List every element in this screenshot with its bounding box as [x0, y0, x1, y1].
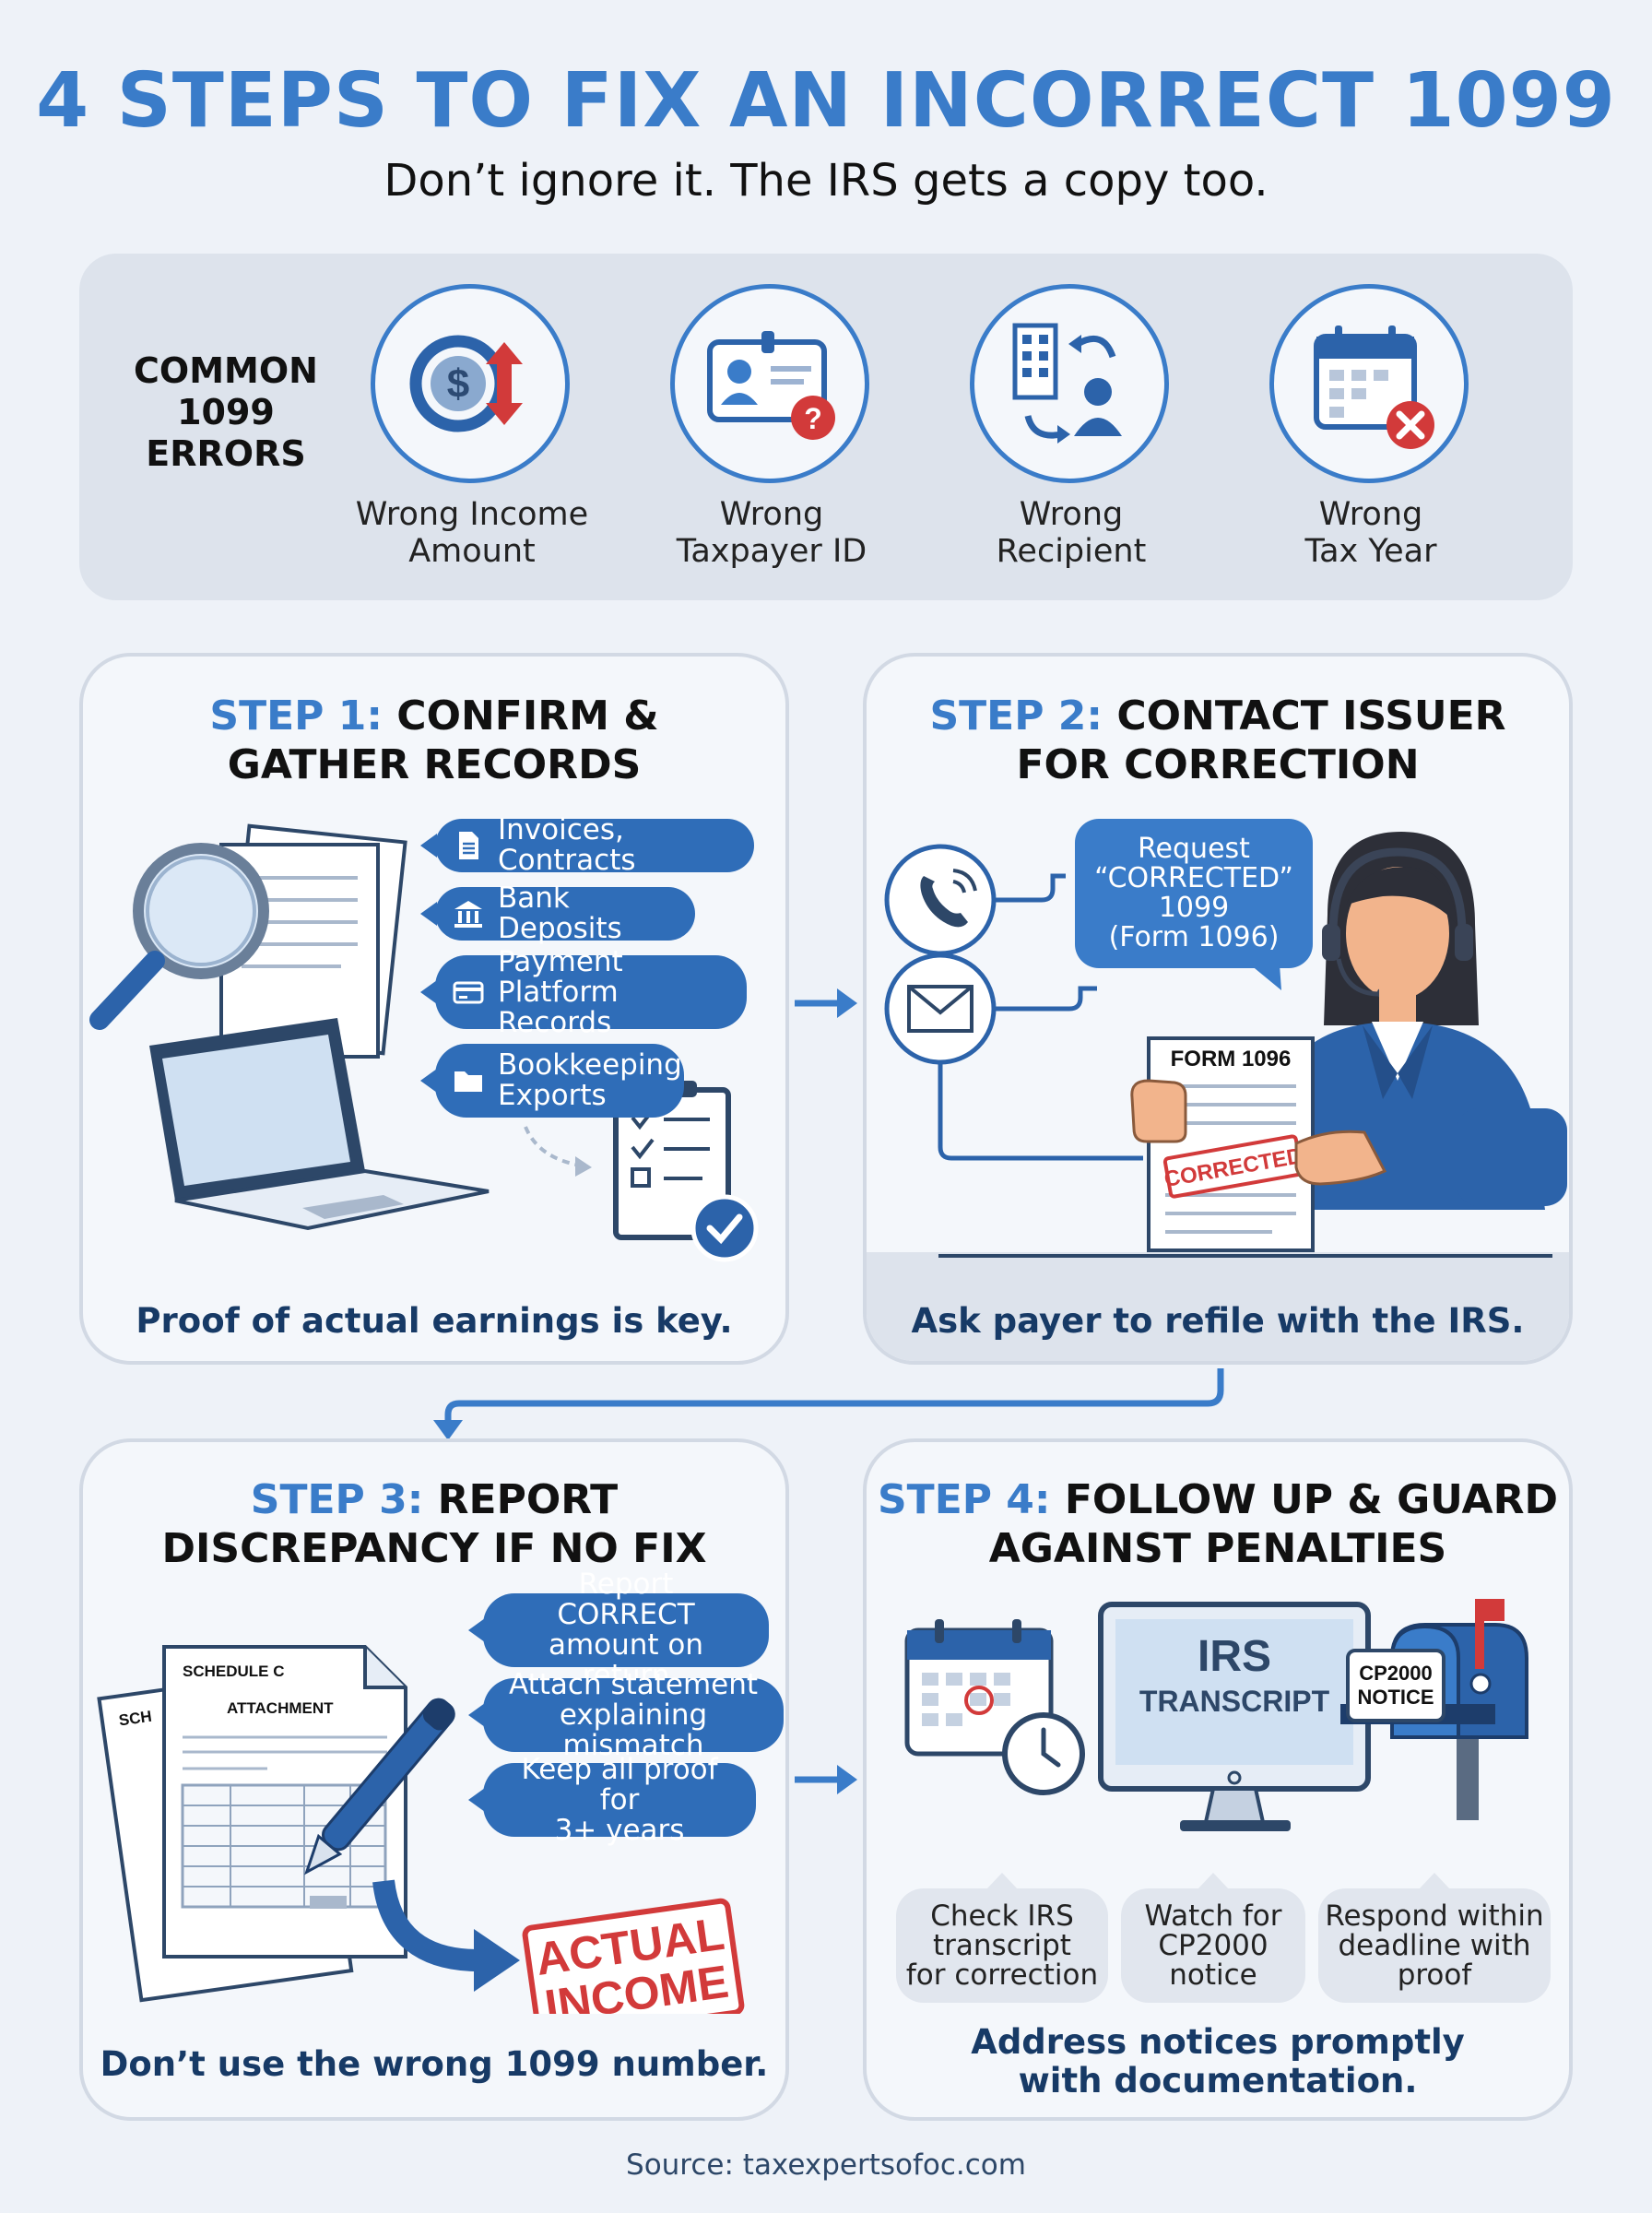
step-1-title: STEP 1: CONFIRM & GATHER RECORDS	[209, 692, 659, 788]
svg-text:$: $	[447, 361, 469, 407]
records-illustration	[89, 823, 759, 1262]
notice-label: NOTICE	[1357, 1686, 1434, 1709]
document-icon	[459, 832, 478, 859]
bubble-tail	[1250, 964, 1281, 990]
step-3-card: STEP 3: REPORT DISCREPANCY IF NO FIX SCH…	[79, 1438, 789, 2121]
schedule-back-label: SCH	[118, 1708, 153, 1730]
record-item-bank: Bank Deposits	[420, 883, 695, 944]
schedule-c-illustration: SCH SCHEDULE C ATTACHMENT ACTUAL INCOME	[97, 1645, 745, 2014]
building-person-swap-icon	[1012, 323, 1122, 444]
error-wrong-recipient	[970, 284, 1169, 483]
id-card-question-icon: ?	[707, 331, 835, 440]
step-1-card: STEP 1: CONFIRM & GATHER RECORDS	[79, 653, 789, 1365]
record-item-invoices: Invoices, Contracts	[420, 815, 754, 876]
cp2000-label: CP2000	[1359, 1662, 1433, 1685]
page-title: 4 STEPS TO FIX AN INCORRECT 1099	[36, 57, 1616, 145]
calendar-x-icon	[1314, 325, 1434, 449]
page-subtitle: Don’t ignore it. The IRS gets a copy too…	[384, 155, 1268, 207]
common-errors-heading: COMMON 1099 ERRORS	[134, 350, 318, 474]
irs-label: IRS	[1198, 1632, 1271, 1681]
svg-text:?: ?	[804, 402, 822, 435]
contact-illustration: FORM 1096 CORRECTED	[884, 832, 1567, 1258]
step-1-caption: Proof of actual earnings is key.	[136, 1301, 733, 1341]
step-2-caption: Ask payer to refile with the IRS.	[911, 1301, 1525, 1341]
transcript-label: TRANSCRIPT	[1139, 1685, 1330, 1718]
folder-icon	[454, 1071, 482, 1092]
error-wrong-tax-year	[1269, 284, 1469, 483]
follow-up-illustration: IRS TRANSCRIPT CP2000 NOTICE	[904, 1599, 1528, 1831]
step-3-title: STEP 3: REPORT DISCREPANCY IF NO FIX	[161, 1476, 707, 1572]
step-2-caption-band	[867, 1252, 1569, 1361]
schedule-c-label: SCHEDULE C	[183, 1663, 285, 1680]
form-1096-label: FORM 1096	[1171, 1047, 1292, 1071]
step-4-title: STEP 4: FOLLOW UP & GUARD AGAINST PENALT…	[877, 1476, 1559, 1572]
card-icon	[453, 981, 484, 1004]
step-2-card: STEP 2: CONTACT ISSUER FOR CORRECTION	[863, 653, 1573, 1365]
error-wrong-taxpayer-id: ?	[670, 284, 869, 483]
step-3-caption: Don’t use the wrong 1099 number.	[100, 2044, 769, 2084]
step-4-card: STEP 4: FOLLOW UP & GUARD AGAINST PENALT…	[863, 1438, 1573, 2121]
attachment-label: ATTACHMENT	[227, 1699, 334, 1717]
bank-icon	[454, 901, 482, 928]
request-corrected-bubble: Request“CORRECTED” 1099(Form 1096)	[1075, 819, 1313, 968]
dollar-arrows-icon: $	[409, 335, 523, 432]
source-credit: Source: taxexpertsofoc.com	[626, 2148, 1026, 2182]
step-2-title: STEP 2: CONTACT ISSUER FOR CORRECTION	[929, 692, 1506, 788]
error-wrong-income: $	[371, 284, 570, 483]
